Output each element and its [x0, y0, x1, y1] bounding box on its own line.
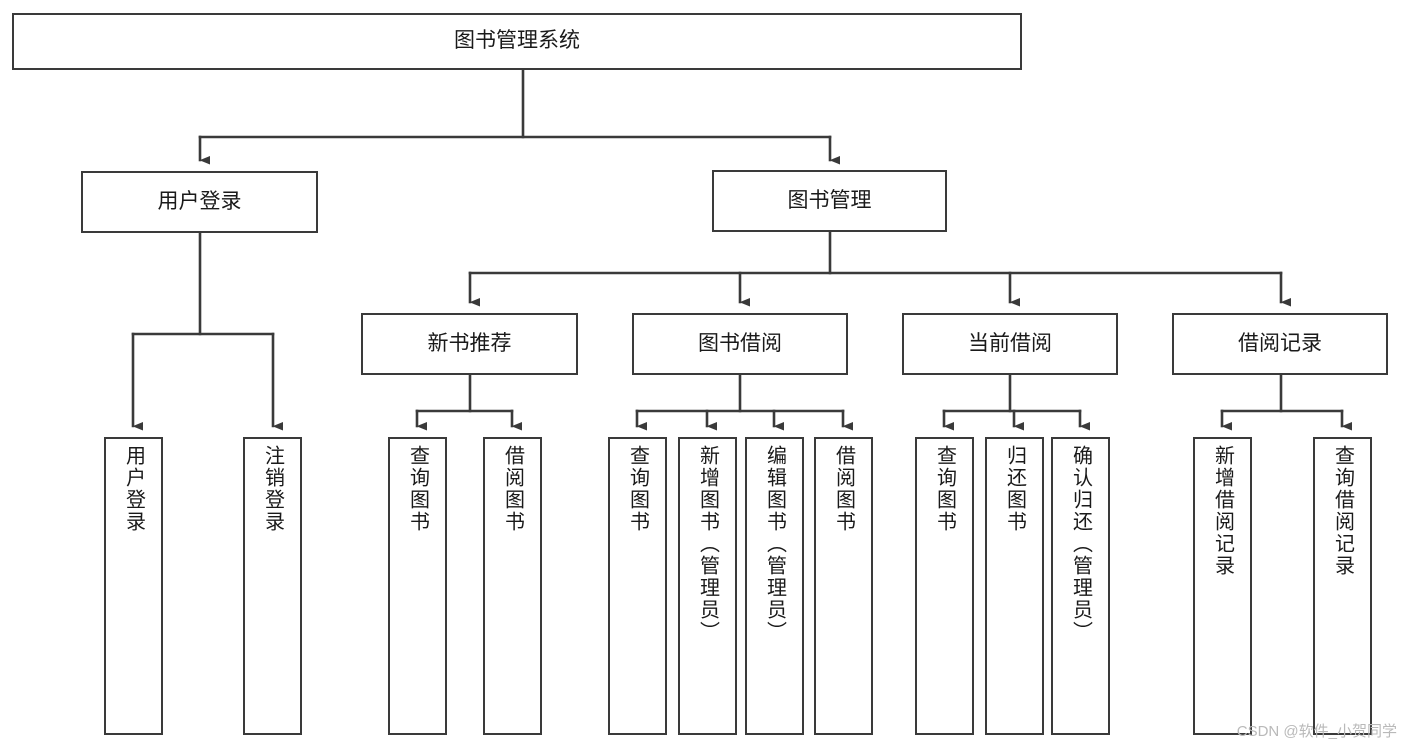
- node-leaf-borrow-book-2[interactable]: 借阅图书: [814, 437, 873, 735]
- node-leaf-query-record[interactable]: 查询借阅记录: [1313, 437, 1372, 735]
- node-label: 归还图书: [1003, 445, 1026, 533]
- node-leaf-add-record[interactable]: 新增借阅记录: [1193, 437, 1252, 735]
- node-book-borrow[interactable]: 图书借阅: [632, 313, 848, 375]
- node-leaf-query-book-3[interactable]: 查询图书: [915, 437, 974, 735]
- node-label: 查询图书: [406, 445, 429, 533]
- node-leaf-query-book-2[interactable]: 查询图书: [608, 437, 667, 735]
- node-borrow-record[interactable]: 借阅记录: [1172, 313, 1388, 375]
- node-label: 新增借阅记录: [1211, 445, 1234, 577]
- node-label: 用户登录: [122, 445, 145, 533]
- node-label: 借阅图书: [501, 445, 524, 533]
- node-label: 查询图书: [626, 445, 649, 533]
- node-label: 注销登录: [261, 445, 284, 533]
- node-label: 查询图书: [933, 445, 956, 533]
- node-label: 图书借阅: [698, 331, 782, 355]
- node-leaf-query-book-1[interactable]: 查询图书: [388, 437, 447, 735]
- csdn-watermark: CSDN @软件_小贺同学: [1236, 723, 1397, 740]
- node-label: 图书管理: [787, 188, 872, 212]
- node-label: 借阅图书: [832, 445, 855, 533]
- node-current-borrow[interactable]: 当前借阅: [902, 313, 1118, 375]
- node-leaf-confirm-return[interactable]: 确认归还（管理员）: [1051, 437, 1110, 735]
- node-label: 确认归还（管理员）: [1069, 445, 1092, 643]
- node-label: 借阅记录: [1238, 331, 1322, 355]
- node-label: 编辑图书（管理员）: [763, 445, 786, 643]
- node-label: 新书推荐: [427, 331, 512, 355]
- node-leaf-borrow-book-1[interactable]: 借阅图书: [483, 437, 542, 735]
- node-label: 查询借阅记录: [1331, 445, 1354, 577]
- node-label: 新增图书（管理员）: [696, 445, 719, 643]
- node-user-login[interactable]: 用户登录: [81, 171, 318, 233]
- node-leaf-add-book[interactable]: 新增图书（管理员）: [678, 437, 737, 735]
- node-leaf-logout[interactable]: 注销登录: [243, 437, 302, 735]
- node-leaf-user-login[interactable]: 用户登录: [104, 437, 163, 735]
- node-label: 当前借阅: [968, 331, 1052, 355]
- node-label: 用户登录: [157, 189, 242, 213]
- node-book-management[interactable]: 图书管理: [712, 170, 947, 232]
- node-leaf-return-book[interactable]: 归还图书: [985, 437, 1044, 735]
- node-leaf-edit-book[interactable]: 编辑图书（管理员）: [745, 437, 804, 735]
- node-label: 图书管理系统: [454, 29, 580, 53]
- node-new-book-recommend[interactable]: 新书推荐: [361, 313, 578, 375]
- node-root-system[interactable]: 图书管理系统: [12, 13, 1022, 70]
